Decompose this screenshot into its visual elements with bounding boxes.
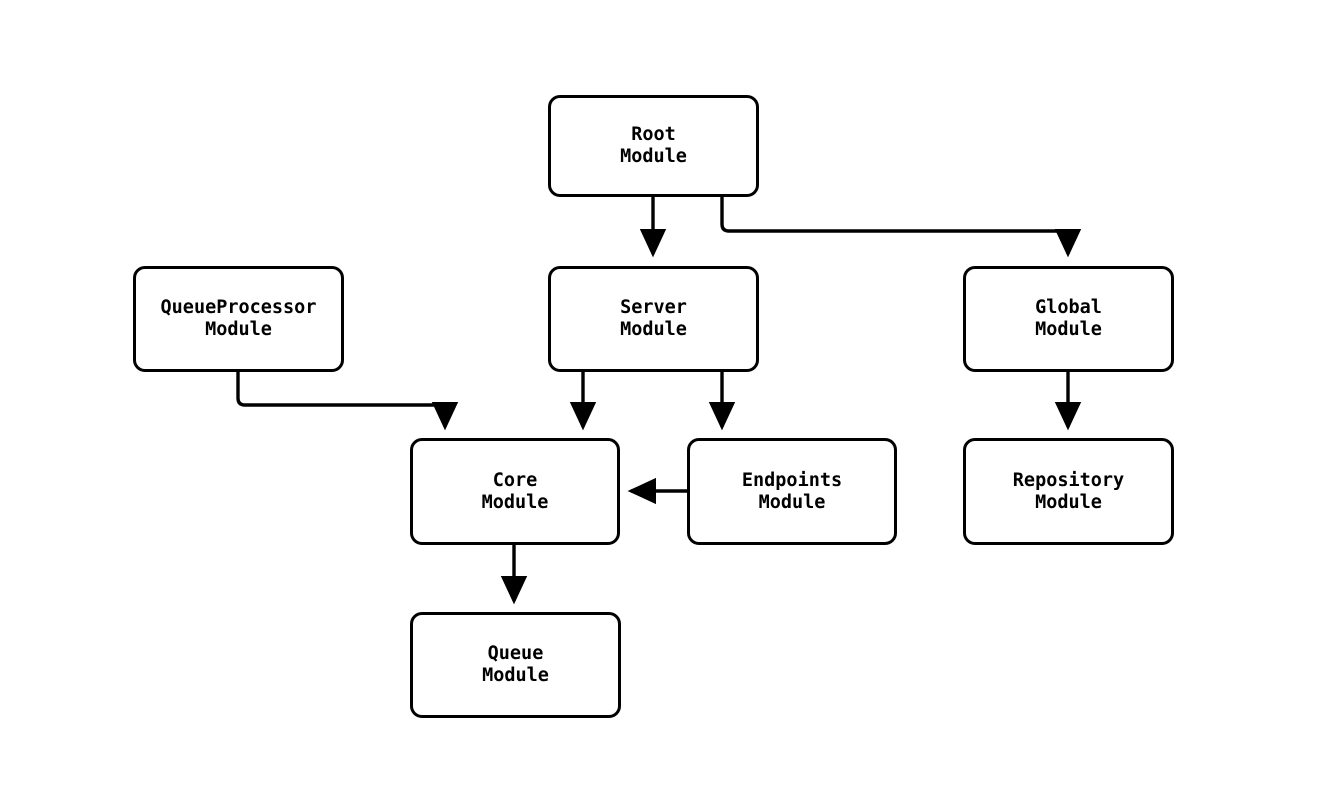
node-endpoints-module[interactable]: Endpoints Module xyxy=(687,438,897,545)
node-global-module[interactable]: Global Module xyxy=(963,266,1174,372)
node-endpoints-module-label: Endpoints Module xyxy=(741,469,843,513)
node-queue-module[interactable]: Queue Module xyxy=(410,612,621,718)
node-global-module-label: Global Module xyxy=(1035,297,1102,340)
node-server-module[interactable]: Server Module xyxy=(548,266,759,372)
node-root-module[interactable]: Root Module xyxy=(548,95,759,197)
edge-queueprocessor-to-core xyxy=(236,372,459,431)
node-core-module[interactable]: Core Module xyxy=(410,438,620,545)
node-server-module-label: Server Module xyxy=(620,297,687,340)
edge-root-to-global xyxy=(720,197,1082,258)
node-repository-module-label: Repository Module xyxy=(1012,469,1125,513)
node-repository-module[interactable]: Repository Module xyxy=(963,438,1174,545)
node-queueprocessor-module-label: QueueProcessor Module xyxy=(160,297,317,340)
node-core-module-label: Core Module xyxy=(481,469,549,513)
node-root-module-label: Root Module xyxy=(620,124,687,167)
node-queueprocessor-module[interactable]: QueueProcessor Module xyxy=(133,266,344,372)
node-queue-module-label: Queue Module xyxy=(482,643,549,686)
